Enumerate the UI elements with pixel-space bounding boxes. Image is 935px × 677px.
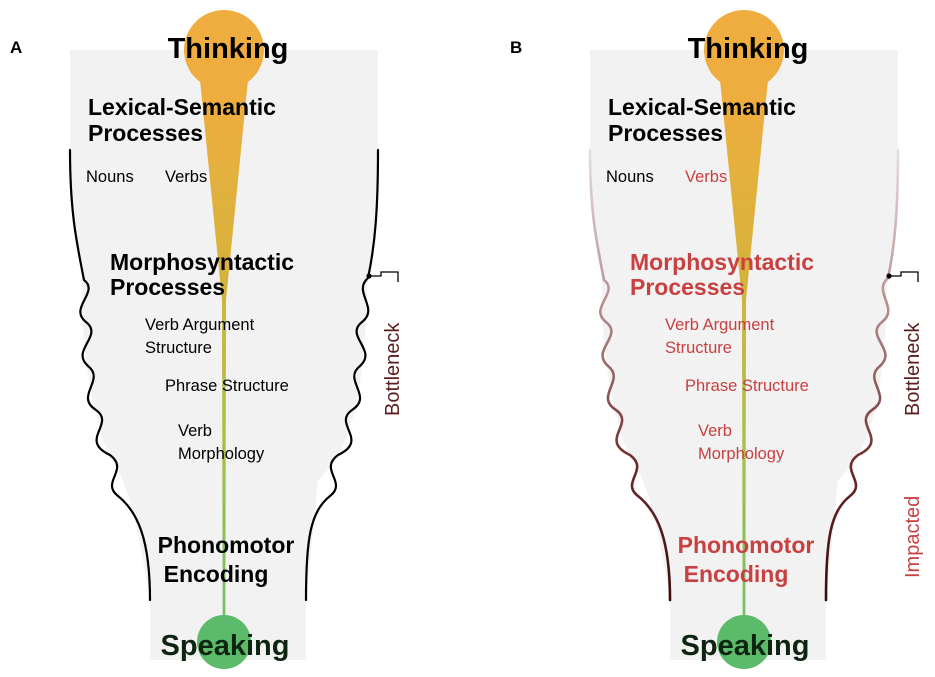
verb-morphology-label-line1: Verb bbox=[178, 422, 212, 440]
thought-stream bbox=[200, 80, 248, 640]
verbs-label: Verbs bbox=[165, 168, 207, 186]
speaking-label: Speaking bbox=[681, 630, 810, 662]
bottleneck-label: Bottleneck bbox=[382, 322, 404, 416]
verbs-label-impacted: Verbs bbox=[685, 168, 727, 186]
phrase-structure-label: Phrase Structure bbox=[165, 377, 289, 395]
lexical-semantic-heading-line2: Processes bbox=[88, 120, 203, 146]
bottleneck-marker bbox=[366, 273, 372, 279]
verb-argument-label-line1-impacted: Verb Argument bbox=[665, 316, 775, 334]
speaking-node bbox=[197, 615, 251, 669]
lexical-semantic-heading-line2: Processes bbox=[608, 120, 723, 146]
bottleneck-marker bbox=[886, 273, 892, 279]
panel-letter: B bbox=[510, 38, 522, 57]
phonomotor-heading-line2-impacted: Encoding bbox=[684, 561, 789, 587]
verb-argument-label-line2-impacted: Structure bbox=[665, 339, 732, 357]
verb-argument-label-line1: Verb Argument bbox=[145, 316, 255, 334]
thought-stream bbox=[720, 80, 768, 640]
thinking-label: Thinking bbox=[688, 33, 809, 65]
left-funnel-wall bbox=[588, 148, 672, 602]
left-funnel-wall bbox=[68, 148, 152, 602]
bottleneck-bracket bbox=[370, 271, 399, 282]
verb-morphology-label-line2: Morphology bbox=[178, 445, 265, 463]
morphosyntactic-heading-line2: Processes bbox=[110, 274, 225, 300]
bottleneck-label: Bottleneck bbox=[902, 322, 924, 416]
thinking-node bbox=[704, 10, 784, 90]
panel-a: A Thinking Lexical-Semantic Processes No… bbox=[10, 10, 404, 669]
speaking-node bbox=[717, 615, 771, 669]
morphosyntactic-heading-line2-impacted: Processes bbox=[630, 274, 745, 300]
morphosyntactic-heading-line1: Morphosyntactic bbox=[110, 249, 294, 275]
thinking-label: Thinking bbox=[168, 33, 289, 65]
panel-b: B Thinking Lexical-Semantic Processes No… bbox=[510, 10, 924, 669]
speaking-label: Speaking bbox=[161, 630, 290, 662]
morphosyntactic-heading-line1-impacted: Morphosyntactic bbox=[630, 249, 814, 275]
lexical-semantic-heading-line1: Lexical-Semantic bbox=[88, 94, 276, 120]
phonomotor-heading-line1-impacted: Phonomotor bbox=[678, 532, 815, 558]
impacted-label: Impacted bbox=[902, 496, 924, 578]
verb-morphology-label-line2-impacted: Morphology bbox=[698, 445, 785, 463]
phonomotor-heading-line2: Encoding bbox=[164, 561, 269, 587]
verb-morphology-label-line1-impacted: Verb bbox=[698, 422, 732, 440]
nouns-label: Nouns bbox=[86, 168, 134, 186]
verb-argument-label-line2: Structure bbox=[145, 339, 212, 357]
phonomotor-heading-line1: Phonomotor bbox=[158, 532, 295, 558]
panel-letter: A bbox=[10, 38, 22, 57]
phrase-structure-label-impacted: Phrase Structure bbox=[685, 377, 809, 395]
thinking-node bbox=[184, 10, 264, 90]
lexical-semantic-heading-line1: Lexical-Semantic bbox=[608, 94, 796, 120]
bottleneck-bracket bbox=[890, 271, 919, 282]
nouns-label: Nouns bbox=[606, 168, 654, 186]
